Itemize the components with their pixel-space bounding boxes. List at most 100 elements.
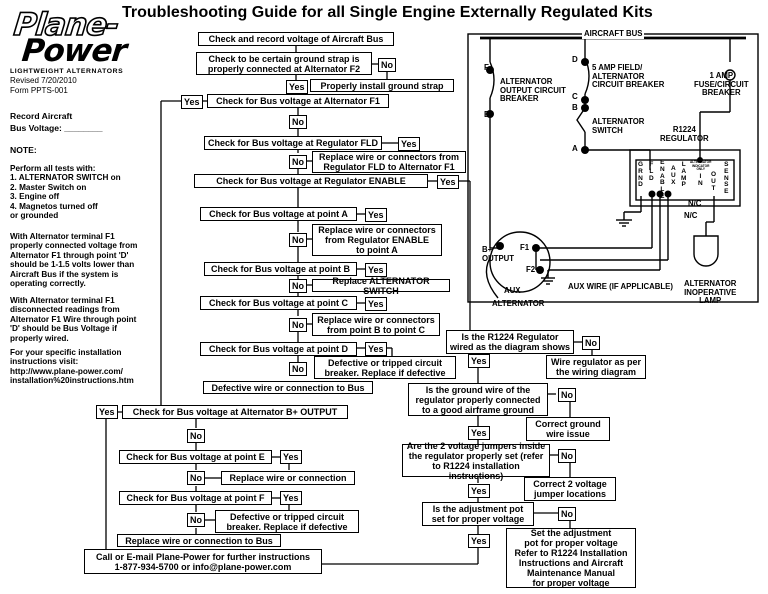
step-check-e: Check for Bus voltage at point E — [119, 450, 272, 464]
answer-no: No — [558, 449, 576, 463]
answer-no: No — [289, 233, 307, 247]
action-jumpers: Correct 2 voltage jumper locations — [524, 477, 616, 501]
step-check-f1: Check for Bus voltage at Alternator F1 — [207, 94, 389, 108]
form-number: Form PPTS-001 — [10, 86, 68, 95]
pin-grnd: G R N D — [638, 161, 644, 189]
question-ground: Is the ground wire of the regulator prop… — [408, 383, 548, 416]
step-defective-cb2: Defective or tripped circuit breaker. Re… — [215, 510, 359, 533]
step-ground-strap: Check to be certain ground strap is prop… — [196, 52, 372, 75]
alternator-label: ALTERNATOR — [492, 299, 545, 308]
bplus-label: B+ OUTPUT — [482, 245, 515, 263]
alt-output-cb-label: ALTERNATOR OUTPUT CIRCUIT BREAKER — [500, 77, 566, 104]
pin-sense: S E N S E — [724, 161, 729, 196]
answer-no: No — [289, 115, 307, 129]
answer-no: No — [289, 362, 307, 376]
point-c-label: C — [572, 92, 578, 101]
alt-switch-label: ALTERNATOR SWITCH — [592, 117, 645, 135]
action-pot: Set the adjustment pot for proper voltag… — [506, 528, 636, 588]
answer-yes: Yes — [468, 484, 490, 498]
answer-no: No — [582, 336, 600, 350]
pin-out: O U T — [711, 171, 717, 192]
fuse-cb-label: 1 AMP FUSE/CIRCUIT BREAKER — [694, 71, 749, 98]
answer-no: No — [289, 155, 307, 169]
aircraft-bus-label: AIRCRAFT BUS — [582, 29, 645, 39]
answer-no: No — [558, 507, 576, 521]
nc-label-2: N/C — [684, 211, 698, 220]
step-call-plane-power: Call or E-mail Plane-Power for further i… — [84, 549, 322, 574]
answer-yes: Yes — [96, 405, 118, 419]
answer-yes: Yes — [280, 450, 302, 464]
note-disconnected: With Alternator terminal F1 disconnected… — [10, 296, 137, 343]
inoperative-lamp-label: ALTERNATOR INOPERATIVE LAMP — [684, 279, 737, 306]
step-install-strap: Properly install ground strap — [310, 79, 454, 92]
step-defective-bus: Defective wire or connection to Bus — [203, 381, 373, 394]
answer-yes: Yes — [365, 297, 387, 311]
answer-no: No — [378, 58, 396, 72]
pin-fld: F L D — [649, 161, 654, 182]
answer-yes: Yes — [365, 342, 387, 356]
note-tests: Perform all tests with: 1. ALTERNATOR SW… — [10, 164, 121, 221]
answer-yes: Yes — [398, 137, 420, 151]
step-replace-bus: Replace wire or connection to Bus — [117, 534, 281, 547]
record-line2: Bus Voltage: ________ — [10, 123, 103, 133]
answer-no: No — [289, 279, 307, 293]
regulator-label: R1224 REGULATOR — [660, 125, 709, 143]
f2-label: F2 — [526, 265, 536, 274]
answer-no: No — [289, 318, 307, 332]
step-check-enable: Check for Bus voltage at Regulator ENABL… — [194, 174, 428, 188]
step-check-fld: Check for Bus voltage at Regulator FLD — [204, 136, 382, 150]
question-wired: Is the R1224 Regulator wired as the diag… — [446, 330, 574, 354]
answer-yes: Yes — [280, 491, 302, 505]
pin-aux: A U X — [671, 165, 676, 186]
alternator-indicator-label: ALTERNATOR INDICATOR ONLY — [690, 160, 712, 172]
page-title: Troubleshooting Guide for all Single Eng… — [122, 4, 653, 21]
note-url: For your specific installation instructi… — [10, 348, 134, 386]
field-cb-label: 5 AMP FIELD/ ALTERNATOR CIRCUIT BREAKER — [592, 63, 665, 90]
answer-yes: Yes — [437, 175, 459, 189]
revision-date: Revised 7/20/2010 — [10, 76, 77, 85]
step-check-c: Check for Bus voltage at point C — [200, 296, 357, 310]
answer-yes: Yes — [468, 354, 490, 368]
point-a-label: A — [572, 144, 578, 153]
pin-lamp: L A M P — [681, 161, 687, 189]
answer-yes: Yes — [365, 208, 387, 222]
step-replace-switch: Replace ALTERNATOR SWITCH — [312, 276, 450, 296]
step-check-b: Check for Bus voltage at point B — [204, 262, 357, 276]
answer-yes: Yes — [468, 426, 490, 440]
step-replace-bc: Replace wire or connectors from point B … — [312, 313, 440, 336]
answer-yes: Yes — [468, 534, 490, 548]
answer-yes: Yes — [181, 95, 203, 109]
step-check-a: Check for Bus voltage at point A — [200, 207, 357, 221]
pin-in: I N — [698, 173, 703, 187]
step-check-bus: Check and record voltage of Aircraft Bus — [198, 32, 394, 46]
step-check-d: Check for Bus voltage at point D — [200, 342, 357, 356]
answer-no: No — [187, 429, 205, 443]
action-rewire: Wire regulator as per the wiring diagram — [546, 355, 646, 379]
pin-enable: E N A B L E — [660, 159, 665, 200]
answer-no: No — [187, 513, 205, 527]
step-defective-cb: Defective or tripped circuit breaker. Re… — [314, 356, 456, 379]
answer-yes: Yes — [286, 80, 308, 94]
f1-label: F1 — [520, 243, 530, 252]
aux-label: AUX — [504, 286, 521, 295]
question-pot: Is the adjustment pot set for proper vol… — [422, 502, 534, 526]
step-replace-wire: Replace wire or connection — [221, 471, 355, 485]
point-d-label: D — [572, 55, 578, 64]
answer-yes: Yes — [365, 263, 387, 277]
point-b-label: B — [572, 103, 578, 112]
step-check-f: Check for Bus voltage at point F — [119, 491, 272, 505]
point-e-label: E — [484, 110, 490, 119]
point-f-label: F — [484, 63, 489, 72]
logo-tagline: LIGHTWEIGHT ALTERNATORS — [10, 68, 124, 75]
action-ground: Correct ground wire issue — [526, 417, 610, 441]
aux-wire-label: AUX WIRE (IF APPLICABLE) — [568, 282, 673, 291]
step-replace-fld: Replace wire or connectors from Regulato… — [312, 151, 466, 173]
answer-no: No — [187, 471, 205, 485]
nc-label-1: N/C — [688, 199, 702, 208]
step-check-bplus: Check for Bus voltage at Alternator B+ O… — [122, 405, 348, 419]
note-connected: With Alternator terminal F1 properly con… — [10, 232, 138, 289]
step-replace-enable: Replace wire or connectors from Regulato… — [312, 224, 442, 256]
answer-no: No — [558, 388, 576, 402]
